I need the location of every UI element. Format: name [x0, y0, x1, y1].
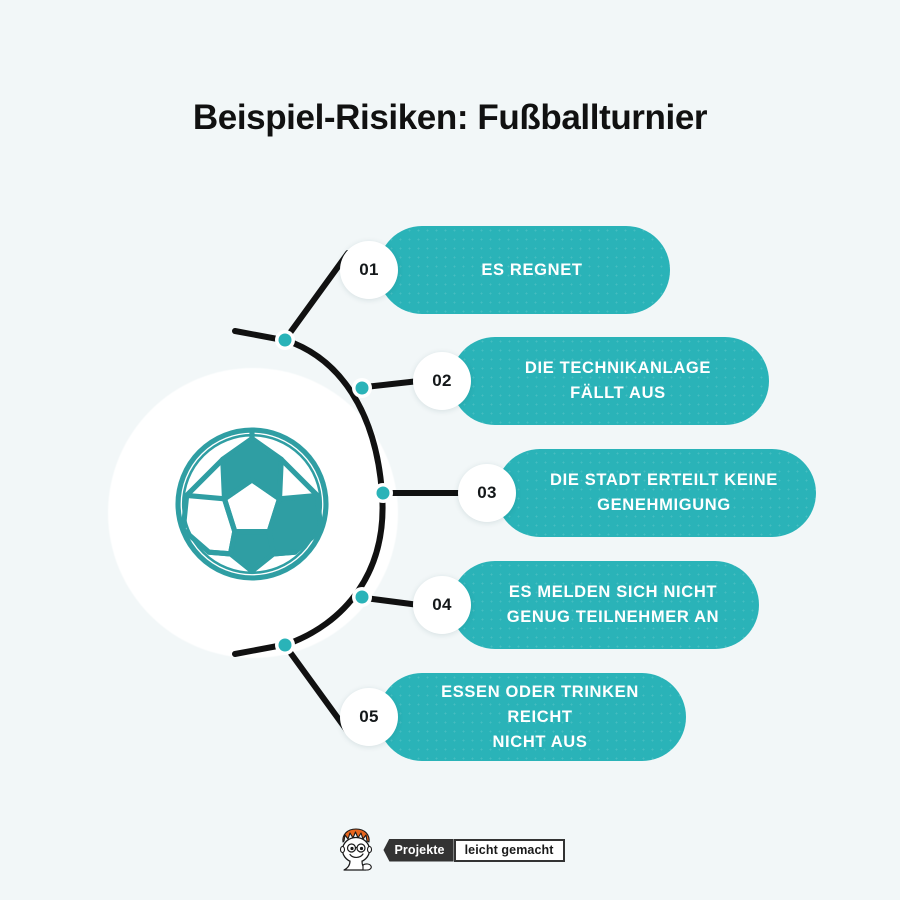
soccer-ball-icon — [166, 418, 338, 590]
risk-pill[interactable]: ESSEN ODER TRINKEN REICHT NICHT AUS — [378, 673, 686, 761]
risk-item-01[interactable]: 01 ES REGNET — [340, 224, 670, 316]
risk-pill[interactable]: DIE STADT ERTEILT KEINE GENEHMIGUNG — [496, 449, 816, 537]
mascot-boy-icon — [340, 828, 373, 871]
risk-label: ESSEN ODER TRINKEN REICHT NICHT AUS — [441, 682, 639, 751]
risk-label: ES REGNET — [481, 260, 583, 279]
risk-item-05[interactable]: 05 ESSEN ODER TRINKEN REICHT NICHT AUS — [340, 671, 686, 763]
risk-item-03[interactable]: 03 DIE STADT ERTEILT KEINE GENEHMIGUNG — [458, 447, 816, 539]
risk-item-04[interactable]: 04 ES MELDEN SICH NICHT GENUG TEILNEHMER… — [413, 559, 759, 651]
risk-number-badge: 04 — [413, 576, 471, 634]
risk-pill[interactable]: ES MELDEN SICH NICHT GENUG TEILNEHMER AN — [451, 561, 759, 649]
risk-pill[interactable]: DIE TECHNIKANLAGE FÄLLT AUS — [451, 337, 769, 425]
risk-label: DIE STADT ERTEILT KEINE GENEHMIGUNG — [550, 471, 778, 514]
risk-number-badge: 03 — [458, 464, 516, 522]
logo-tag-right: leicht gemacht — [453, 838, 565, 862]
page-title: Beispiel-Risiken: Fußballturnier — [192, 98, 708, 137]
risk-number-badge: 01 — [340, 241, 398, 299]
brand-logo: Projekte leicht gemacht — [0, 826, 900, 874]
risk-number-badge: 02 — [413, 352, 471, 410]
risk-number-badge: 05 — [340, 688, 398, 746]
risk-label: ES MELDEN SICH NICHT GENUG TEILNEHMER AN — [506, 583, 720, 626]
logo-wordmark: Projekte leicht gemacht — [383, 838, 565, 862]
logo-tag-left: Projekte — [383, 838, 454, 862]
risk-item-02[interactable]: 02 DIE TECHNIKANLAGE FÄLLT AUS — [413, 335, 769, 427]
risk-label: DIE TECHNIKANLAGE FÄLLT AUS — [524, 359, 712, 402]
risk-pill[interactable]: ES REGNET — [378, 226, 670, 314]
